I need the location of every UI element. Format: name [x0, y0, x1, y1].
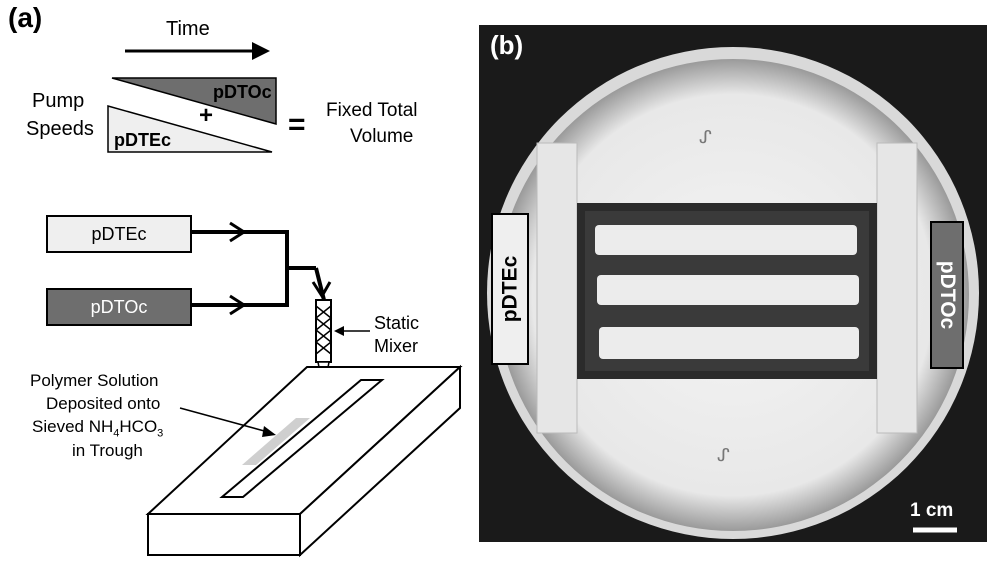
- right-ramp: [876, 142, 918, 434]
- left-ramp: [536, 142, 578, 434]
- polymer-pointer-head: [262, 426, 276, 437]
- photo-drawing: ᔑ ᔑ: [487, 47, 979, 539]
- time-label: Time: [166, 18, 210, 40]
- pdtec-feed-line: [192, 230, 316, 270]
- pdtoc-feed-line: [192, 268, 289, 307]
- trough-slot: [219, 379, 385, 498]
- scaffold-strip-2: [597, 275, 859, 305]
- pdtec-source-box: pDTEc: [46, 215, 192, 253]
- pdtoc-ramp-label: pDTOc: [213, 82, 272, 102]
- polymer-label-line2: Deposited onto: [46, 394, 161, 413]
- time-arrow-head: [252, 42, 270, 60]
- panel-a-drawing: [107, 42, 463, 558]
- static-mixer-pointer-head: [334, 326, 344, 336]
- pump-label-line2: Speeds: [26, 118, 94, 140]
- scale-bar-label: 1 cm: [910, 500, 954, 521]
- fixed-volume-line1: Fixed Total: [326, 100, 418, 121]
- pdtec-ramp-label: pDTEc: [114, 130, 172, 150]
- scaffold-strip-1: [595, 225, 857, 255]
- plus-sign: +: [199, 102, 214, 129]
- pdtoc-label-box: pDTOc: [930, 221, 964, 369]
- polymer-pointer: [179, 407, 269, 433]
- pencil-mark-bottom: ᔑ: [717, 445, 730, 466]
- pump-label-line1: Pump: [32, 90, 85, 112]
- static-mixer-label-line1: Static: [374, 313, 420, 333]
- trough-block-front: [147, 513, 301, 556]
- pdtec-flow-arrow: [229, 221, 247, 243]
- petri-dish-photo: ᔑ ᔑ: [479, 25, 987, 542]
- polymer-label-line1: Polymer Solution: [30, 371, 159, 390]
- panel-a-letter: (a): [8, 2, 43, 33]
- polymer-label-line3: Sieved NH4HCO3: [32, 417, 164, 440]
- static-mixer-elements: [314, 305, 333, 355]
- pdtoc-source-box: pDTOc: [46, 288, 192, 326]
- pdtoc-ramp-triangle: [111, 77, 277, 125]
- pdtoc-flow-arrow: [229, 294, 247, 316]
- equals-sign: =: [288, 108, 306, 141]
- pdtec-ramp-triangle: [107, 105, 273, 153]
- mixer-inlet-arrow: [311, 281, 332, 299]
- trough-block-side: [299, 364, 461, 558]
- pdtec-label-box: pDTEc: [491, 213, 529, 365]
- panel-b-letter: (b): [490, 30, 524, 60]
- polymer-label-line4: in Trough: [72, 441, 143, 460]
- fixed-volume-line2: Volume: [350, 126, 414, 147]
- scaffold-strip-3: [599, 327, 859, 359]
- deposited-polymer: [242, 418, 310, 465]
- pencil-mark-top: ᔑ: [699, 127, 712, 148]
- static-mixer-label-line2: Mixer: [374, 336, 418, 356]
